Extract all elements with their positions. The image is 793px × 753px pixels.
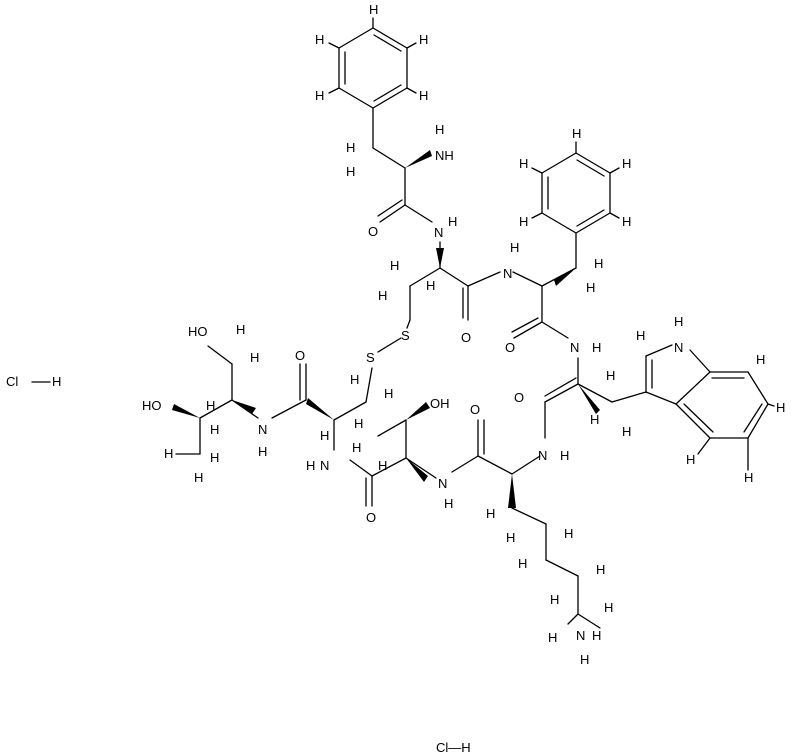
oxygen-label: O: [470, 402, 480, 417]
h-label: H: [592, 628, 601, 643]
h-label: H: [354, 416, 363, 431]
h-label: H: [486, 506, 495, 521]
sulfur-label: S: [366, 350, 375, 365]
h-label: H: [210, 450, 219, 465]
h-label: H: [194, 470, 203, 485]
h-label: H: [369, 2, 378, 17]
hcl-salt-left: Cl H: [6, 374, 61, 389]
lys-residue: O N H H H H H H H H H N H H: [438, 402, 613, 667]
nitrogen-label: N: [320, 458, 329, 473]
h-label: H: [744, 470, 753, 485]
h-label: H: [426, 278, 435, 293]
h-label: H: [560, 448, 569, 463]
h-label: H: [580, 652, 589, 667]
hcl-label: Cl—H: [436, 740, 471, 753]
nitrogen-label: N: [576, 628, 585, 643]
h-label: H: [390, 258, 399, 273]
nitrogen-label: N: [570, 340, 579, 355]
h-label: H: [518, 556, 527, 571]
thr-residue: OH H H H O N H: [306, 396, 450, 525]
h-label: H: [250, 350, 259, 365]
h-label: H: [592, 340, 601, 355]
oxygen-label: O: [461, 330, 471, 345]
h-label: H: [384, 386, 393, 401]
h-label: H: [206, 398, 215, 413]
chlorine-label: Cl: [6, 374, 18, 389]
h-label: H: [776, 400, 785, 415]
h-label: H: [572, 126, 581, 141]
oxygen-label: O: [514, 390, 524, 405]
indole-ring: N H H H H H H: [636, 314, 785, 485]
h-label: H: [604, 600, 613, 615]
h-label: H: [320, 428, 329, 443]
h-label: H: [378, 458, 387, 473]
h-label: H: [594, 256, 603, 271]
trp-residue: O H H H N H: [514, 357, 647, 463]
nitrogen-label: N: [438, 476, 447, 491]
h-label: H: [435, 122, 444, 137]
h-label: H: [519, 214, 528, 229]
h-label: H: [519, 156, 528, 171]
nitrogen-label: N: [674, 340, 683, 355]
cys-residue-2: H H H O N H: [258, 348, 393, 459]
h-label: H: [510, 240, 519, 255]
h-label: H: [586, 280, 595, 295]
h-label: H: [315, 88, 324, 103]
oxygen-label: O: [368, 224, 378, 239]
hydroxyl-label: HO: [142, 398, 162, 413]
nitrogen-label: N: [538, 448, 547, 463]
h-label: H: [448, 214, 457, 229]
phe-sidechain-top: H H NH H O N H: [346, 107, 457, 240]
phenyl-ring-top: [338, 27, 408, 109]
h-label: H: [564, 526, 573, 541]
h-label: H: [622, 424, 631, 439]
h-label: H: [210, 422, 219, 437]
threoninol-fragment: H H HO H HO H H H H: [142, 322, 259, 485]
hcl-salt-bottom: Cl—H: [436, 740, 471, 753]
h-label: H: [590, 412, 599, 427]
h-label: H: [236, 322, 245, 337]
amine-label: NH: [435, 148, 454, 163]
h-label: H: [352, 440, 361, 455]
h-label: H: [315, 32, 324, 47]
h-label: H: [636, 328, 645, 343]
h-label: H: [622, 214, 631, 229]
phenyl-top-hydrogens: H H H H H: [315, 2, 428, 103]
h-label: H: [52, 374, 61, 389]
hydroxyl-label: HO: [188, 324, 208, 339]
h-label: H: [419, 88, 428, 103]
h-label: H: [756, 352, 765, 367]
h-label: H: [346, 140, 355, 155]
h-label: H: [419, 32, 428, 47]
h-label: H: [346, 164, 355, 179]
h-label: H: [686, 452, 695, 467]
h-label: H: [596, 562, 605, 577]
nitrogen-label: N: [258, 422, 267, 437]
nitrogen-label: N: [434, 225, 443, 240]
phenyl-ring-middle: H H H H H: [519, 126, 631, 234]
h-label: H: [548, 630, 557, 645]
h-label: H: [550, 592, 559, 607]
h-label: H: [622, 156, 631, 171]
hydroxyl-label: OH: [430, 396, 450, 411]
oxygen-label: O: [295, 348, 305, 363]
nitrogen-label: N: [503, 266, 512, 281]
h-label: H: [506, 530, 515, 545]
h-label: H: [258, 444, 267, 459]
sulfur-label: S: [401, 328, 410, 343]
h-label: H: [378, 288, 387, 303]
h-label: H: [306, 458, 315, 473]
h-label: H: [674, 314, 683, 329]
h-label: H: [444, 496, 453, 511]
cys-residue-1: H H H S S O N H: [366, 240, 519, 365]
phe-residue-2: H H O N H: [505, 232, 603, 355]
h-label: H: [350, 372, 359, 387]
h-label: H: [606, 368, 615, 383]
oxygen-label: O: [366, 510, 376, 525]
oxygen-label: O: [505, 340, 515, 355]
h-label: H: [164, 446, 173, 461]
